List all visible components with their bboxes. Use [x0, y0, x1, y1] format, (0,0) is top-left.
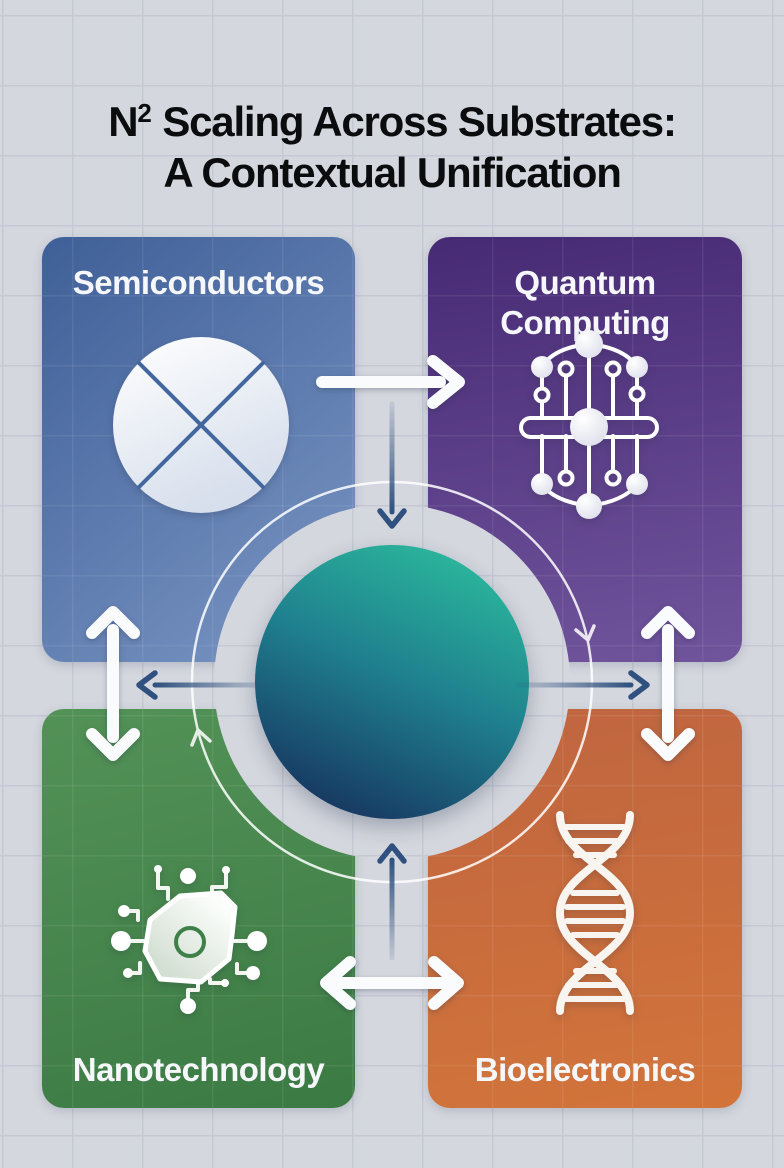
arrow-up-icon [377, 843, 407, 961]
core-hub-circle [255, 545, 529, 819]
title-line-2: A Contextual Unification [163, 149, 622, 196]
title-line-1: N2 Scaling Across Substrates: [0, 88, 784, 147]
title-line1-rest: Scaling Across Substrates: [151, 98, 677, 145]
nanochip-icon [100, 852, 280, 1037]
wafer-icon [111, 335, 291, 520]
quadrant-label-bioelectronics: Bioelectronics [474, 1051, 696, 1088]
quadrant-label-nanotechnology: Nanotechnology [72, 1051, 325, 1088]
page-title: N2 Scaling Across Substrates: A Contextu… [0, 88, 784, 198]
quantum-circuit-icon [501, 320, 681, 535]
dna-helix-icon [540, 803, 650, 1028]
quadrant-label-semiconductors: Semiconductors [72, 264, 325, 301]
title-exponent: 2 [137, 98, 152, 128]
title-term: N [108, 98, 138, 145]
